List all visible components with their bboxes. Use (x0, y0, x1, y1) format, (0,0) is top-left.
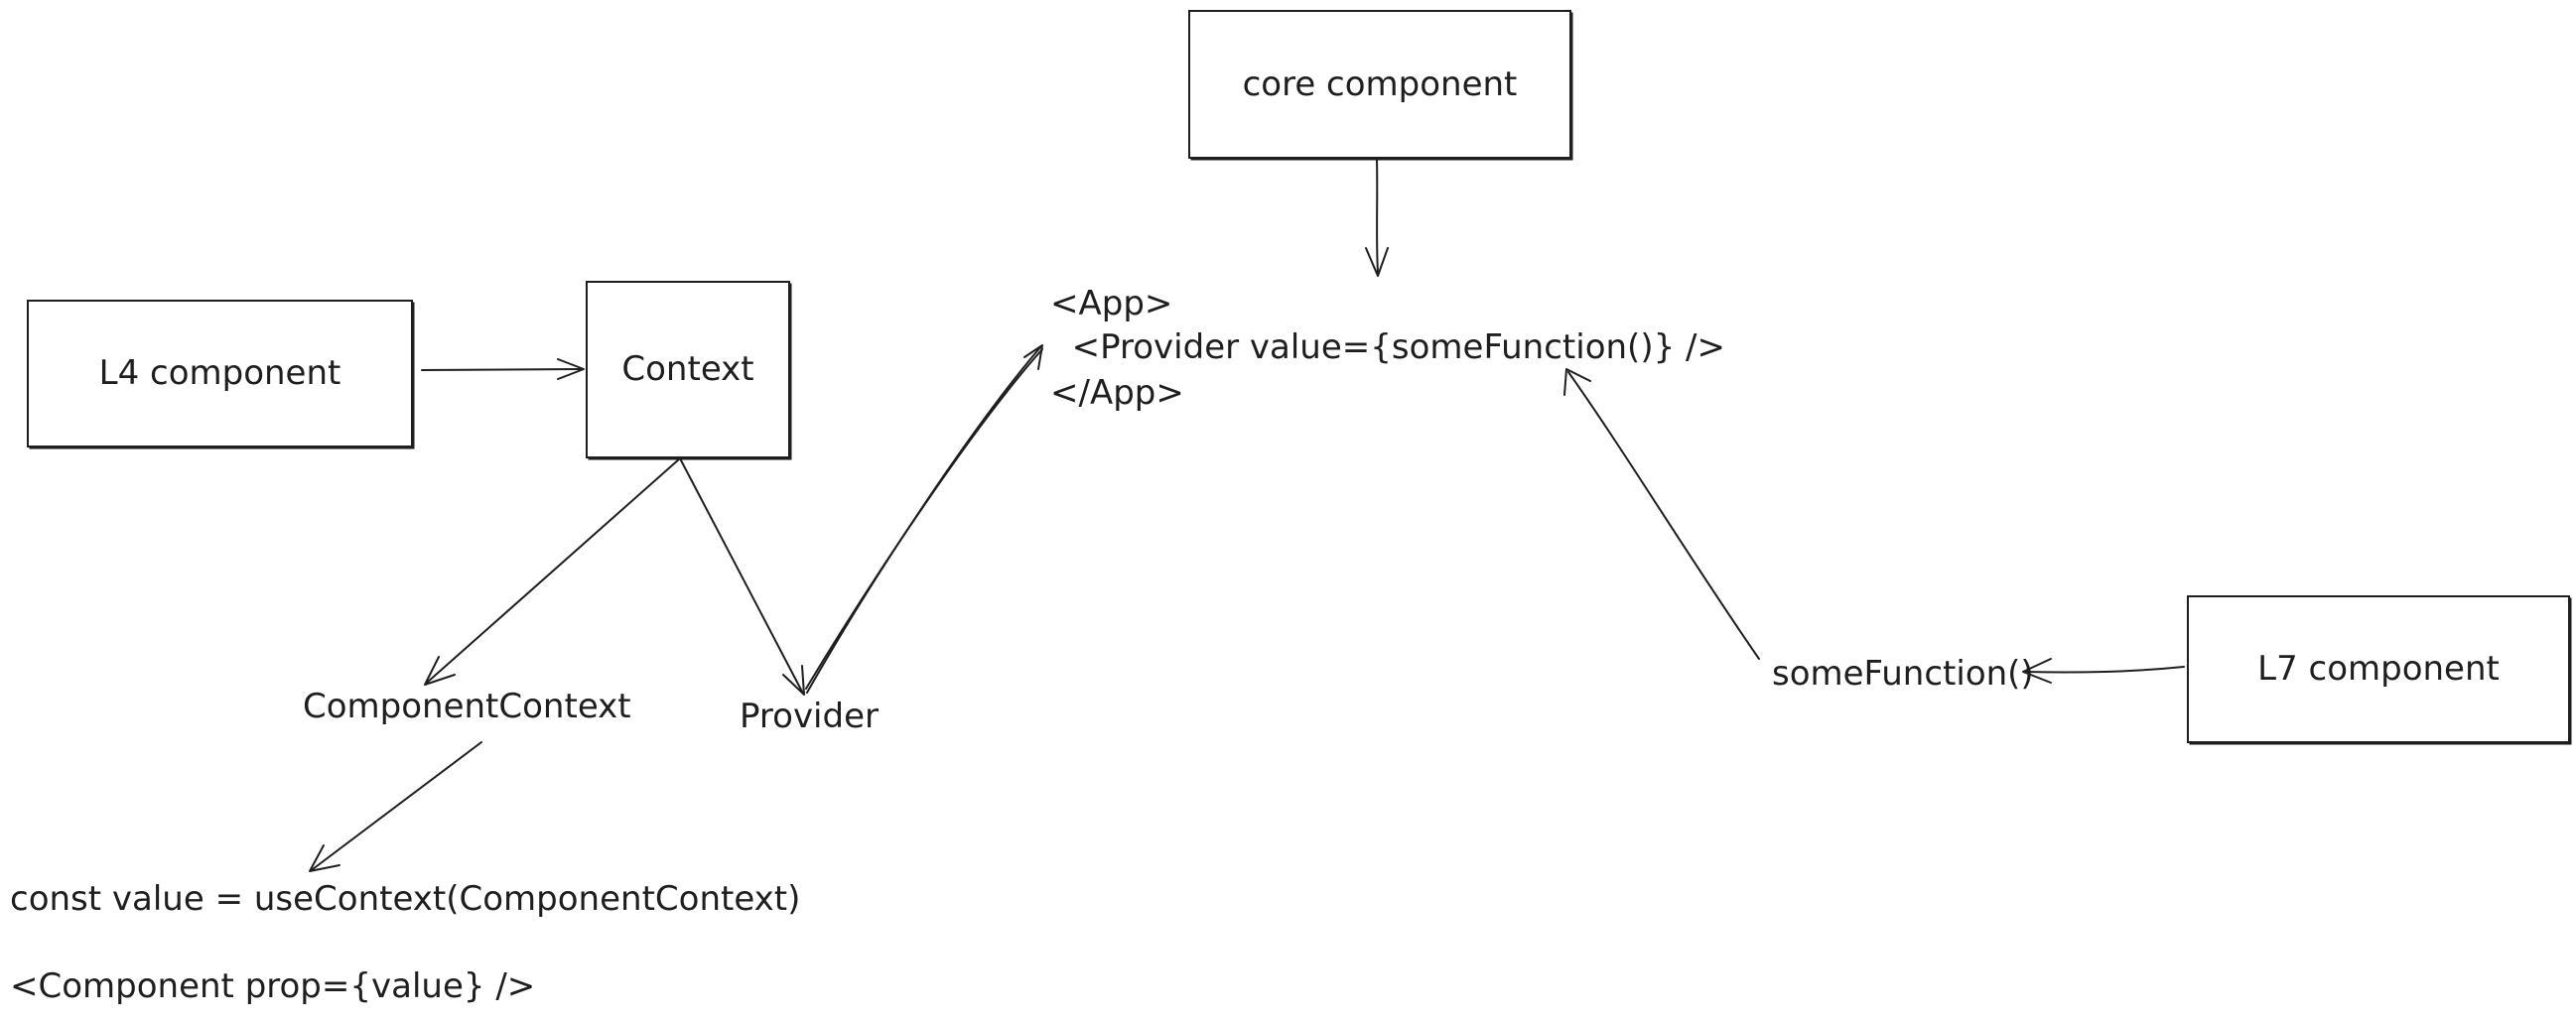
node-label: L7 component (2257, 649, 2500, 690)
edge-l4-to-context (421, 358, 585, 380)
edge-somefunction-to-provider-line (1563, 368, 1760, 660)
text-component-prop: <Component prop={value} /> (10, 966, 536, 1006)
text-app-open: <App> (1050, 284, 1173, 323)
text-provider-line: <Provider value={someFunction()} /> (1050, 327, 1725, 367)
edge-core-to-app (1365, 158, 1389, 277)
node-label: L4 component (98, 353, 341, 394)
node-context[interactable]: Context (586, 281, 790, 458)
node-l4-component[interactable]: L4 component (27, 300, 413, 447)
node-label: core component (1242, 64, 1518, 104)
text-some-function: someFunction() (1772, 654, 2034, 694)
node-label: Context (621, 349, 754, 390)
node-core-component[interactable]: core component (1188, 10, 1571, 159)
text-component-context: ComponentContext (303, 687, 631, 726)
edge-l7-to-somefunction (2022, 658, 2185, 684)
text-provider: Provider (740, 697, 879, 736)
edge-componentcontext-to-usecontext (309, 741, 482, 872)
text-use-context: const value = useContext(ComponentContex… (10, 879, 801, 919)
edge-context-to-provider (679, 457, 805, 696)
edge-context-to-componentcontext (424, 457, 681, 686)
text-app-close: </App> (1050, 373, 1184, 413)
node-l7-component[interactable]: L7 component (2187, 595, 2570, 743)
edge-provider-to-app (805, 344, 1043, 694)
